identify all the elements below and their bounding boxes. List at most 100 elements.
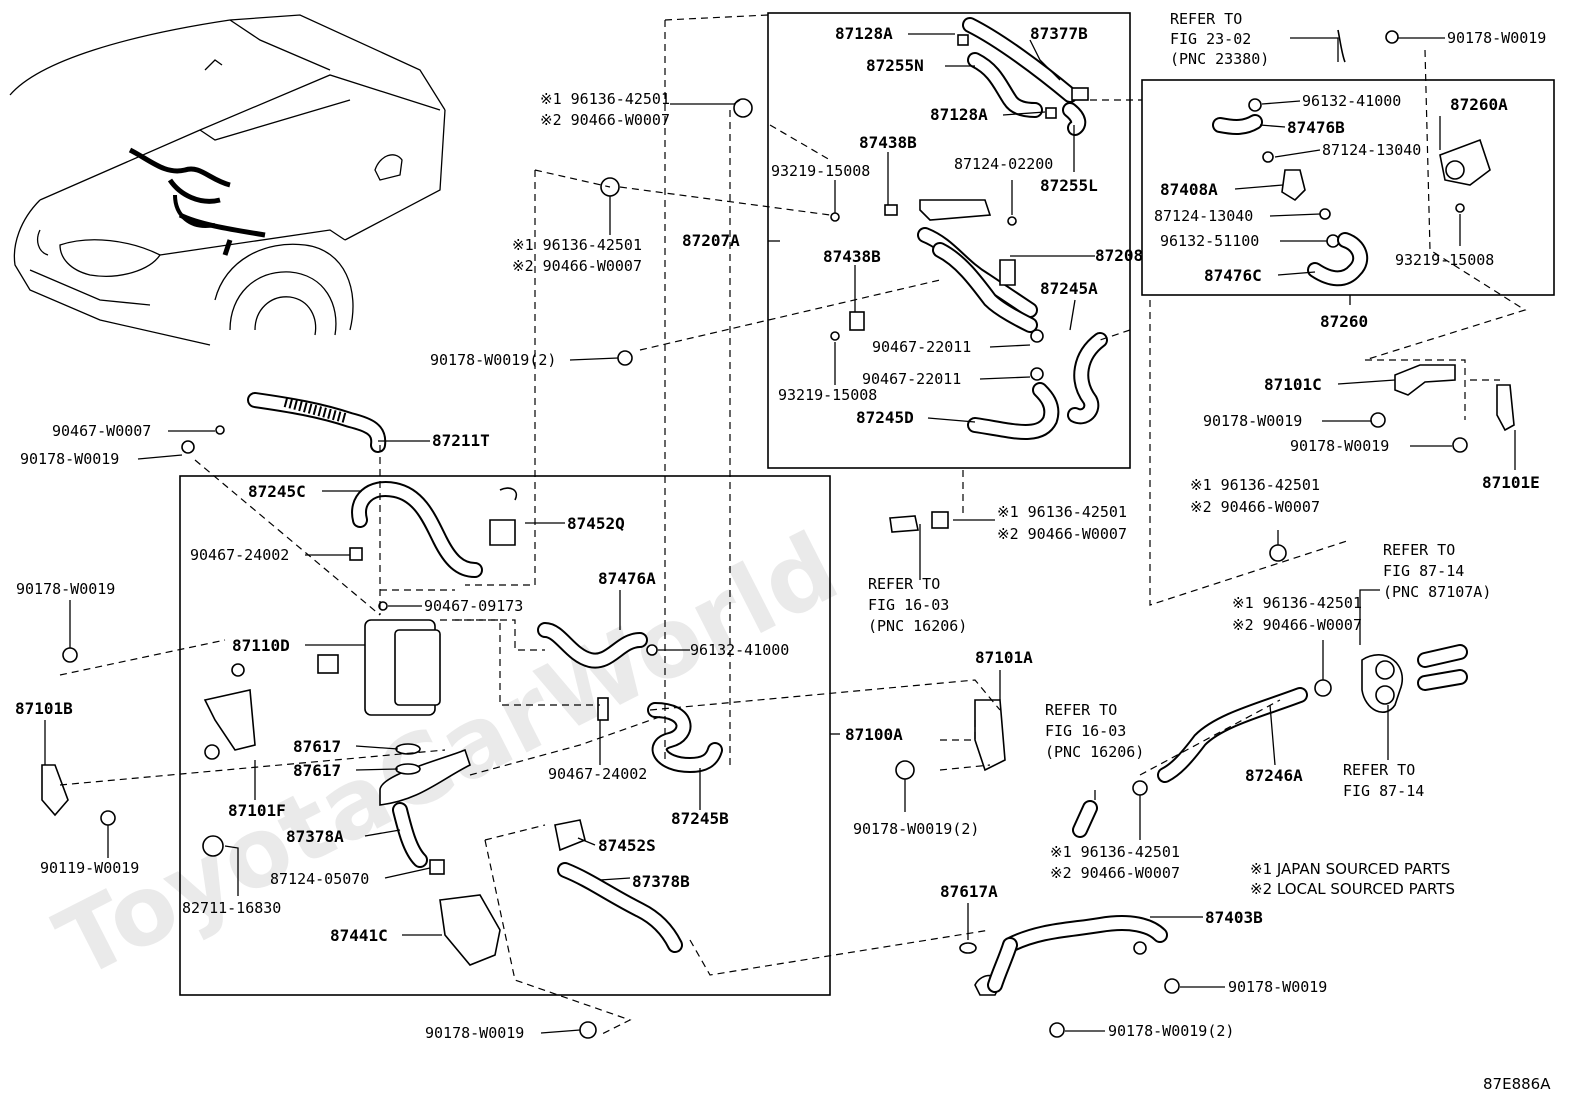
label-96132-51100: 96132-51100 bbox=[1160, 232, 1259, 250]
assembly-87260-box bbox=[1141, 79, 1555, 296]
clamp-note-japan-f: ※1 96136-42501 bbox=[1050, 843, 1180, 861]
label-90467-24002-upper: 90467-24002 bbox=[190, 546, 289, 564]
refer-fig-23-02-line3: (PNC 23380) bbox=[1170, 50, 1269, 68]
label-90178-W0019-c1: 90178-W0019 bbox=[1203, 412, 1302, 430]
refer-fig-87-14-a-line1: REFER TO bbox=[1383, 541, 1455, 559]
label-87617-upper: 87617 bbox=[293, 737, 341, 756]
label-93219-15008-box: 93219-15008 bbox=[1395, 251, 1494, 269]
clamp-note-japan-a: ※1 96136-42501 bbox=[540, 90, 670, 108]
label-96132-41000-box: 96132-41000 bbox=[1302, 92, 1401, 110]
label-87245C: 87245C bbox=[248, 482, 306, 501]
label-82711-16830: 82711-16830 bbox=[182, 899, 281, 917]
label-90119-W0019: 90119-W0019 bbox=[40, 859, 139, 877]
label-87438B-upper: 87438B bbox=[859, 133, 917, 152]
label-87377B: 87377B bbox=[1030, 24, 1088, 43]
label-90467-22011-lower: 90467-22011 bbox=[862, 370, 961, 388]
pipe-87211T bbox=[181, 392, 387, 454]
refer-fig-87-14-b-line2: FIG 87-14 bbox=[1343, 782, 1424, 800]
upper-piping-parts bbox=[830, 17, 1108, 440]
label-87245A: 87245A bbox=[1040, 279, 1098, 298]
label-87101C: 87101C bbox=[1264, 375, 1322, 394]
clamp-note-local-e: ※2 90466-W0007 bbox=[1232, 616, 1362, 634]
label-87245D: 87245D bbox=[856, 408, 914, 427]
refer-fig-16-03-a-line1: REFER TO bbox=[868, 575, 940, 593]
clamp-note-local-f: ※2 90466-W0007 bbox=[1050, 864, 1180, 882]
label-96132-41000-main: 96132-41000 bbox=[690, 641, 789, 659]
label-87255L: 87255L bbox=[1040, 176, 1098, 195]
label-87452S: 87452S bbox=[598, 836, 656, 855]
label-90178-W0019-far-left: 90178-W0019 bbox=[16, 580, 115, 598]
label-93219-15008-lower: 93219-15008 bbox=[778, 386, 877, 404]
label-87101E: 87101E bbox=[1482, 473, 1540, 492]
clamp-note-local-d: ※2 90466-W0007 bbox=[1190, 498, 1320, 516]
label-90467-22011-upper: 90467-22011 bbox=[872, 338, 971, 356]
label-87476C: 87476C bbox=[1204, 266, 1262, 285]
label-87101B: 87101B bbox=[15, 699, 73, 718]
refer-fig-16-03-b-line2: FIG 16-03 bbox=[1045, 722, 1126, 740]
label-87246A: 87246A bbox=[1245, 766, 1303, 785]
label-87617-lower: 87617 bbox=[293, 761, 341, 780]
label-90178-W0019-c2: 90178-W0019 bbox=[1290, 437, 1389, 455]
clamp-note-local-a: ※2 90466-W0007 bbox=[540, 111, 670, 129]
label-87378A: 87378A bbox=[286, 827, 344, 846]
label-90178-W0019-br1: 90178-W0019 bbox=[1228, 978, 1327, 996]
clamp-note-japan-b: ※1 96136-42501 bbox=[512, 236, 642, 254]
label-90467-09173: 90467-09173 bbox=[424, 597, 523, 615]
refer-fig-23-02-line2: FIG 23-02 bbox=[1170, 30, 1251, 48]
refer-fig-16-03-a-line2: FIG 16-03 bbox=[868, 596, 949, 614]
label-87403B: 87403B bbox=[1205, 908, 1263, 927]
brackets-87101-right bbox=[1370, 364, 1515, 453]
label-87124-13040-upper: 87124-13040 bbox=[1322, 141, 1421, 159]
label-90178-W0019-bottom: 90178-W0019 bbox=[425, 1024, 524, 1042]
label-87617A: 87617A bbox=[940, 882, 998, 901]
clamp-note-japan-d: ※1 96136-42501 bbox=[1190, 476, 1320, 494]
legend-note-japan-sourced: ※1 JAPAN SOURCED PARTS bbox=[1250, 860, 1450, 878]
label-87110D: 87110D bbox=[232, 636, 290, 655]
label-90178-W0019-br2: 90178-W0019(2) bbox=[1108, 1022, 1234, 1040]
refer-fig-16-03-b-line3: (PNC 16206) bbox=[1045, 743, 1144, 761]
leader-lines bbox=[44, 33, 1516, 1034]
label-90178-W0019-left: 90178-W0019 bbox=[20, 450, 119, 468]
label-90178-W0019-2-center: 90178-W0019(2) bbox=[853, 820, 979, 838]
label-87101A: 87101A bbox=[975, 648, 1033, 667]
vehicle-sketch bbox=[9, 14, 446, 346]
label-87452Q: 87452Q bbox=[567, 514, 625, 533]
label-87260A: 87260A bbox=[1450, 95, 1508, 114]
refer-fig-87-14-a-line3: (PNC 87107A) bbox=[1383, 583, 1491, 601]
refer-fig-16-03-b-line1: REFER TO bbox=[1045, 701, 1117, 719]
label-87100A: 87100A bbox=[845, 725, 903, 744]
refer-fig-23-02-line1: REFER TO bbox=[1170, 10, 1242, 28]
figure-code: 87E886A bbox=[1483, 1075, 1551, 1093]
label-90178-W0019-2-mid: 90178-W0019(2) bbox=[430, 351, 556, 369]
refer-fig-16-03-a-line3: (PNC 16206) bbox=[868, 617, 967, 635]
label-87438B-lower: 87438B bbox=[823, 247, 881, 266]
legend-note-local-sourced: ※2 LOCAL SOURCED PARTS bbox=[1250, 880, 1455, 898]
part-labels: 87128A 87377B 87255N 87128A 87438B 93219… bbox=[15, 10, 1551, 1093]
label-87124-13040-lower: 87124-13040 bbox=[1154, 207, 1253, 225]
label-87260: 87260 bbox=[1320, 312, 1368, 331]
label-87124-05070: 87124-05070 bbox=[270, 870, 369, 888]
label-87211T: 87211T bbox=[432, 431, 490, 450]
label-87476B: 87476B bbox=[1287, 118, 1345, 137]
clamp-note-japan-c: ※1 96136-42501 bbox=[997, 503, 1127, 521]
assembly-87260-parts bbox=[1212, 29, 1491, 287]
clamp-note-local-c: ※2 90466-W0007 bbox=[997, 525, 1127, 543]
label-87378B: 87378B bbox=[632, 872, 690, 891]
label-87408A: 87408A bbox=[1160, 180, 1218, 199]
clamp-note-japan-e: ※1 96136-42501 bbox=[1232, 594, 1362, 612]
label-87101F: 87101F bbox=[228, 801, 286, 820]
label-87255N: 87255N bbox=[866, 56, 924, 75]
label-87441C: 87441C bbox=[330, 926, 388, 945]
refer-fig-87-14-a-line2: FIG 87-14 bbox=[1383, 562, 1464, 580]
label-90467-24002-lower: 90467-24002 bbox=[548, 765, 647, 783]
label-87476A: 87476A bbox=[598, 569, 656, 588]
label-90178-W0019-top-right: 90178-W0019 bbox=[1447, 29, 1546, 47]
assembly-87100A-box bbox=[179, 475, 831, 996]
label-87207A: 87207A bbox=[682, 231, 740, 250]
heater-assembly-parts bbox=[41, 481, 723, 1039]
label-87124-02200: 87124-02200 bbox=[954, 155, 1053, 173]
label-87245B: 87245B bbox=[671, 809, 729, 828]
refer-fig-87-14-b-line1: REFER TO bbox=[1343, 761, 1415, 779]
label-87128A-lower: 87128A bbox=[930, 105, 988, 124]
